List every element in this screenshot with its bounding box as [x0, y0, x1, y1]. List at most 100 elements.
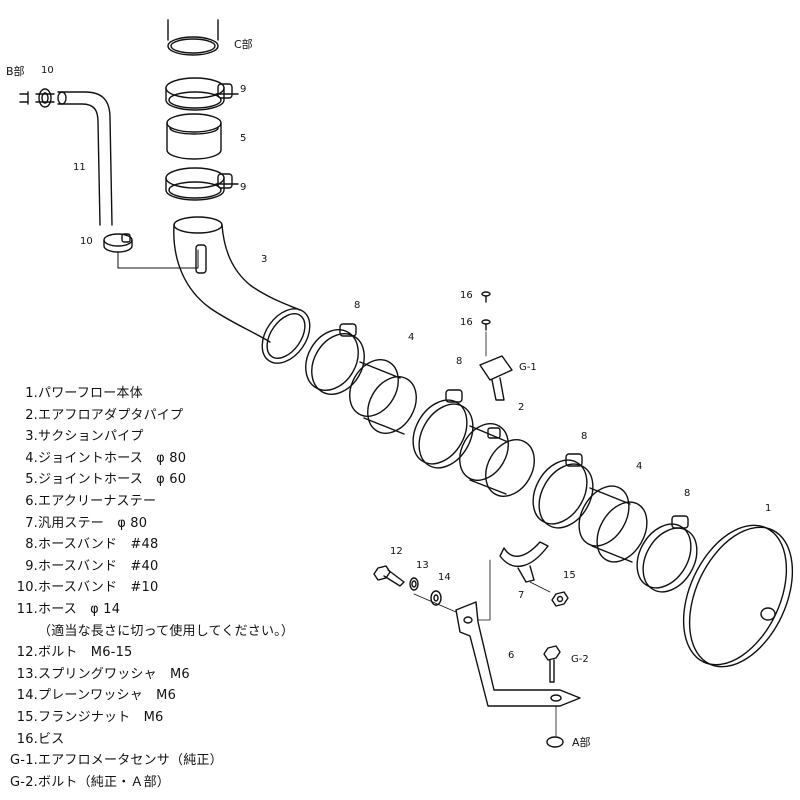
label-9-lower: 9: [240, 182, 246, 193]
general-stay-7: [499, 541, 551, 593]
parts-list-row: 9.ホースバンド #40: [8, 556, 328, 578]
label-8-second: 8: [456, 356, 462, 367]
label-16-lower: 16: [460, 317, 473, 328]
parts-list-row: 12.ボルト M6-15: [8, 642, 328, 664]
parts-list-number: 2.: [25, 407, 38, 423]
parts-list-number: 5.: [25, 472, 38, 488]
leader-lines: [413, 559, 491, 621]
parts-list-number: 11.: [16, 601, 38, 617]
label-11: 11: [73, 162, 86, 173]
label-15: 15: [563, 570, 576, 581]
parts-list-number: 8.: [25, 537, 38, 553]
parts-list-row: 13.スプリングワッシャ M6: [8, 664, 328, 686]
parts-list-row: 16.ビス: [8, 729, 328, 751]
parts-list-row: G-2.ボルト（純正・Ａ部）: [8, 772, 328, 794]
parts-list-row: G-1.エアフロメータセンサ（純正）: [8, 750, 328, 772]
parts-list-text: 汎用ステー φ 80: [38, 515, 148, 531]
hose-band-8-fourth: [636, 515, 698, 593]
parts-list-row: 14.プレーンワッシャ M6: [8, 685, 328, 707]
label-8-third: 8: [581, 431, 587, 442]
parts-list-number: 9.: [25, 558, 38, 574]
parts-list-row: 4.ジョイントホース φ 80: [8, 448, 328, 470]
parts-list-text: パワーフロー本体: [38, 386, 143, 401]
label-9-upper: 9: [240, 84, 246, 95]
b-part-fitting: [19, 88, 55, 108]
parts-list-text: ホースバンド #48: [38, 537, 159, 553]
parts-list-number: 13.: [16, 666, 38, 682]
hose-band-10-lower: [103, 233, 133, 253]
parts-list-text: ホースバンド #10: [38, 580, 159, 596]
label-10-upper: 10: [41, 65, 54, 76]
label-a-part: A部: [572, 735, 591, 749]
bolt-g2: [543, 645, 561, 683]
parts-list-text: ボルト M6-15: [38, 645, 133, 661]
parts-list-number: 3.: [25, 429, 38, 445]
parts-list-number: G-2.: [10, 774, 38, 790]
c-part-ring: [167, 19, 219, 56]
label-2: 2: [518, 402, 524, 413]
parts-list-text: サクションパイプ: [38, 429, 144, 445]
parts-list-row: 7.汎用ステー φ 80: [8, 513, 328, 535]
parts-list-row: 15.フランジナット M6: [8, 707, 328, 729]
parts-list-row: 3.サクションパイプ: [8, 426, 328, 448]
leader-line-10-to-pipe: [117, 249, 199, 269]
label-8-first: 8: [354, 300, 360, 311]
parts-list-number: G-1.: [10, 753, 38, 769]
parts-list-row: 10.ホースバンド #10: [8, 577, 328, 599]
label-5: 5: [240, 133, 246, 144]
parts-list-number: 14.: [16, 688, 38, 704]
label-1: 1: [765, 503, 771, 514]
parts-list-text: エアフロアダプタパイプ: [38, 407, 184, 423]
parts-list-row: 1.パワーフロー本体: [8, 383, 328, 405]
airflow-meter-sensor-g1: [479, 355, 513, 401]
label-12: 12: [390, 546, 403, 557]
air-cleaner-stay-6: [455, 601, 581, 737]
power-flow-body-1: [682, 524, 794, 668]
plain-washer-14: [430, 590, 442, 606]
parts-list-text: スプリングワッシャ M6: [38, 666, 190, 682]
hose-band-8-first: [305, 323, 365, 395]
label-4-second: 4: [636, 461, 642, 472]
joint-hose-4-second: [578, 485, 648, 563]
parts-list-text: ジョイントホース φ 80: [38, 450, 187, 466]
parts-list-number: 1.: [25, 386, 38, 401]
bolt-12: [373, 565, 405, 587]
parts-list-number: 6.: [25, 493, 38, 509]
parts-list-text: プレーンワッシャ M6: [38, 688, 177, 704]
label-b-part: B部: [6, 64, 25, 78]
parts-list-row: 5.ジョイントホース φ 60: [8, 469, 328, 491]
parts-list-text: ボルト（純正・Ａ部）: [38, 774, 171, 790]
parts-list-row: 8.ホースバンド #48: [8, 534, 328, 556]
parts-list-text: エアクリーナステー: [38, 493, 157, 509]
parts-list-row: （適当な長さに切って使用してください。）: [8, 621, 328, 643]
airflow-adapter-pipe-2: [459, 423, 535, 497]
parts-list-number: 12.: [16, 645, 38, 661]
label-10-lower: 10: [80, 236, 93, 247]
parts-list-number: 4.: [25, 450, 38, 466]
label-3: 3: [261, 254, 267, 265]
parts-list-row: 2.エアフロアダプタパイプ: [8, 405, 328, 427]
parts-list-text: ホースバンド #40: [38, 558, 159, 574]
flange-nut-15: [551, 591, 569, 607]
label-g1: G-1: [519, 362, 537, 373]
hose-11: [57, 91, 113, 226]
label-4-first: 4: [408, 332, 414, 343]
parts-list-text: （適当な長さに切って使用してください。）: [38, 623, 295, 639]
suction-pipe-3: [173, 216, 311, 364]
label-14: 14: [438, 572, 451, 583]
parts-list-text: フランジナット M6: [38, 709, 164, 725]
spring-washer-13: [409, 577, 419, 591]
label-13: 13: [416, 560, 429, 571]
label-8-fourth: 8: [684, 488, 690, 499]
parts-list-text: ホース φ 14: [38, 601, 121, 617]
parts-list-number: 7.: [25, 515, 38, 531]
parts-list-row: 6.エアクリーナステー: [8, 491, 328, 513]
joint-hose-4-first: [349, 359, 417, 435]
parts-list-text: エアフロメータセンサ（純正）: [38, 753, 223, 769]
label-g2: G-2: [571, 654, 589, 665]
parts-list-number: 10.: [16, 580, 38, 596]
parts-list-number: 15.: [16, 709, 38, 725]
hose-band-8-second: [412, 389, 474, 469]
